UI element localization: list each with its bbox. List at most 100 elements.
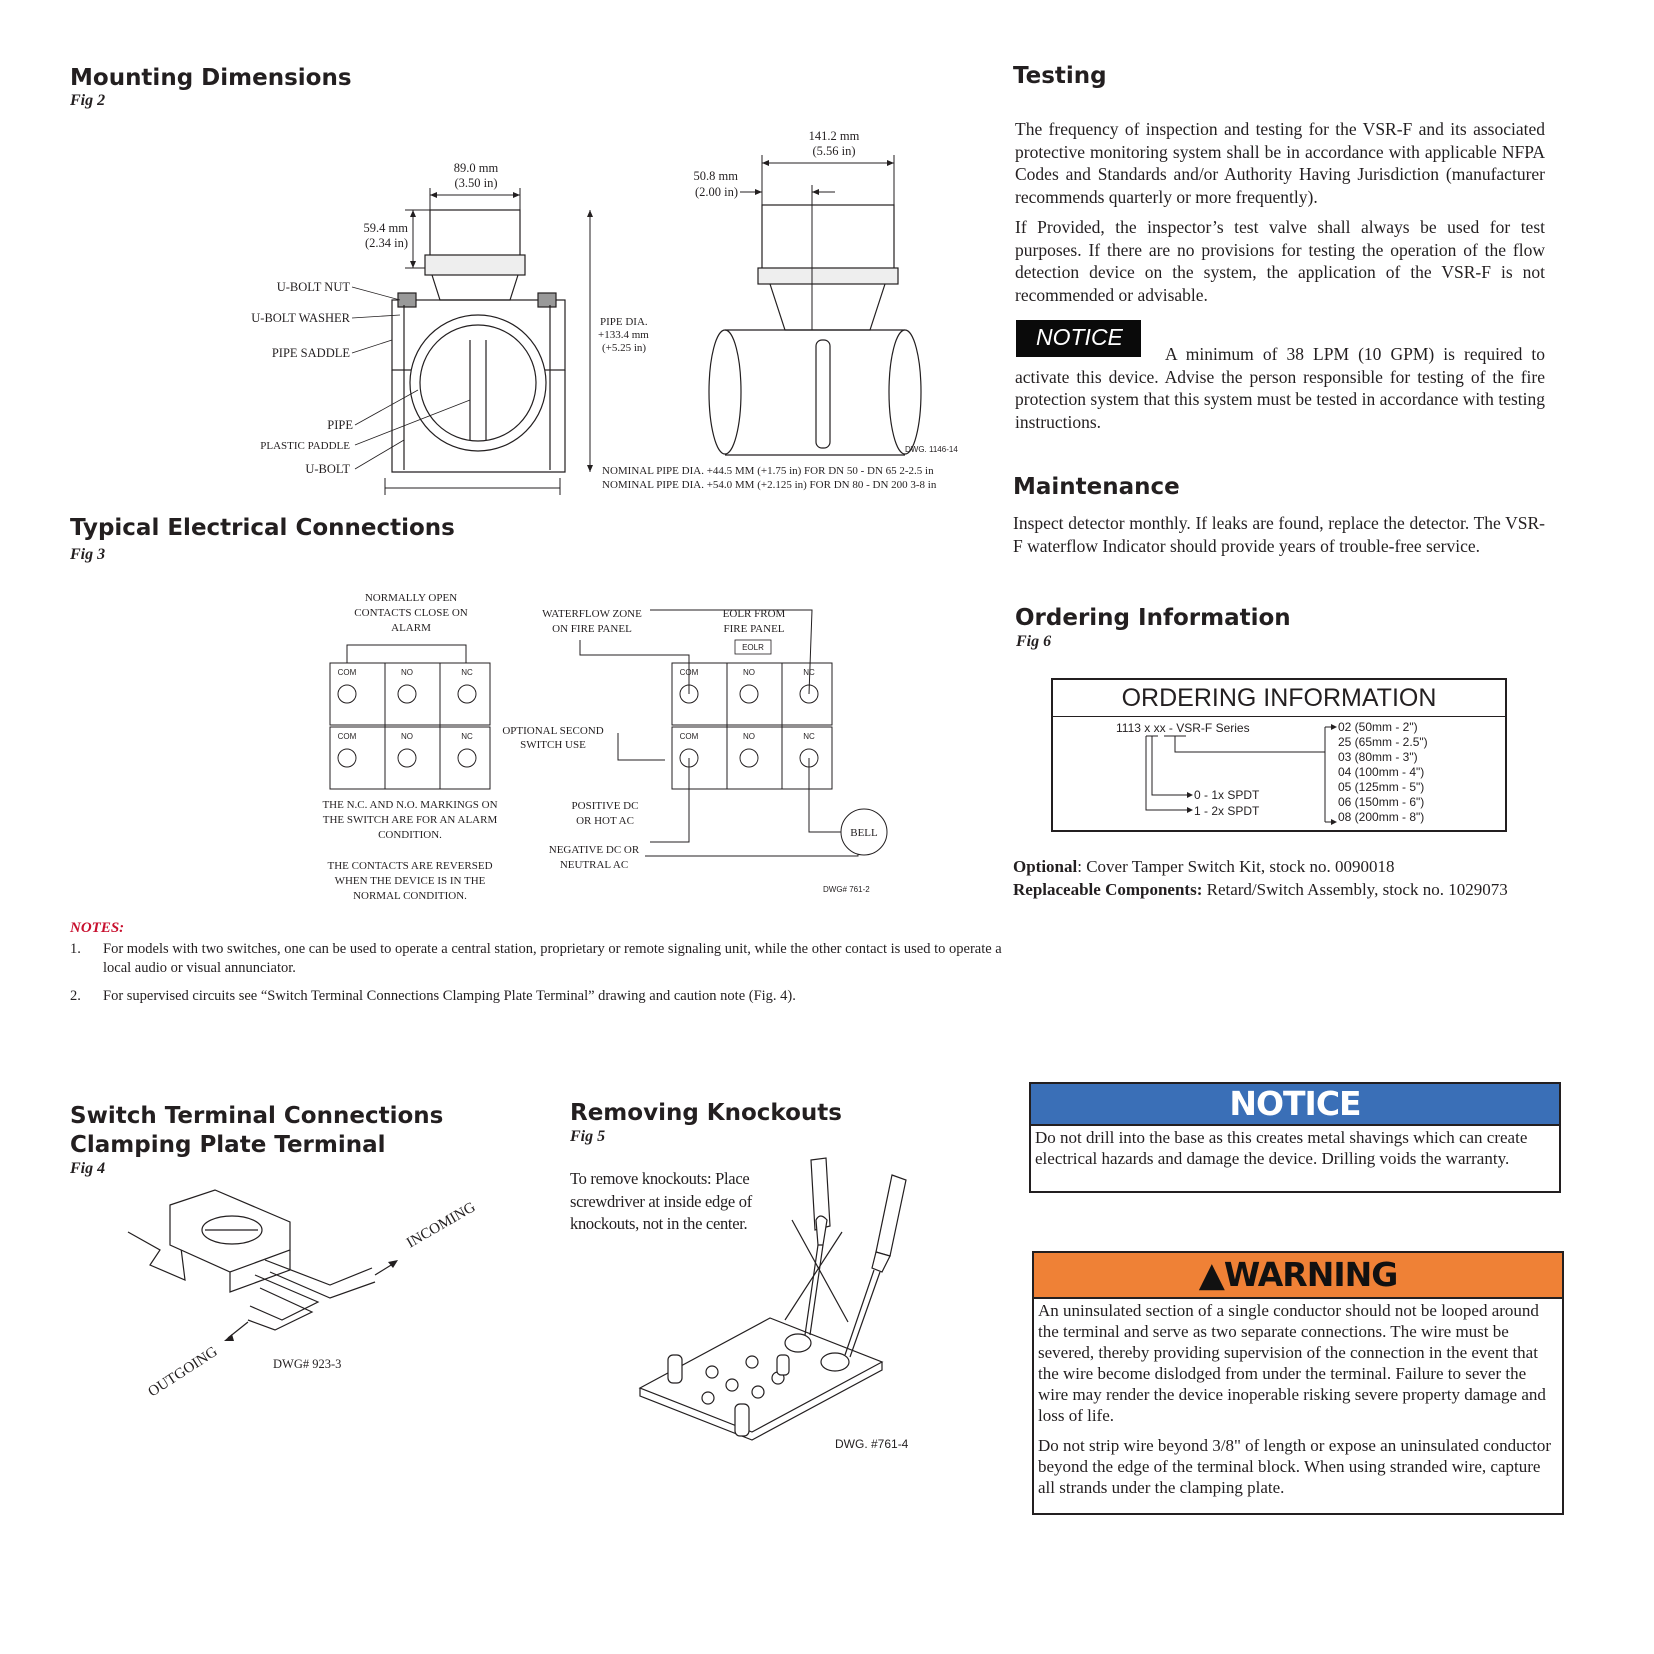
negative-line2: NEUTRAL AC bbox=[560, 859, 628, 871]
nc-no-markings-line1: THE N.C. AND N.O. MARKINGS ON bbox=[322, 799, 497, 811]
dim-offset-line1: 50.8 mm bbox=[694, 169, 739, 183]
note-2-number: 2. bbox=[70, 988, 81, 1004]
negative-line1: NEGATIVE DC OR bbox=[549, 844, 640, 856]
dim-height-line2: (2.34 in) bbox=[365, 236, 408, 250]
switch-terminal-dwg-number: DWG# 923-3 bbox=[273, 1357, 341, 1371]
nc-no-markings-line2: THE SWITCH ARE FOR AN ALARM bbox=[323, 814, 498, 826]
right-top-no: NO bbox=[743, 668, 755, 677]
optional-second-line1: OPTIONAL SECOND bbox=[502, 725, 603, 737]
bell-label: BELL bbox=[850, 827, 878, 839]
notice-box: NOTICE Do not drill into the base as thi… bbox=[1029, 1082, 1561, 1193]
warning-triangle-icon: ▲ bbox=[1198, 1255, 1225, 1295]
dim-width-line2: (3.50 in) bbox=[454, 176, 497, 190]
contacts-reversed-line1: THE CONTACTS ARE REVERSED bbox=[327, 860, 492, 872]
right-bottom-no: NO bbox=[743, 732, 755, 741]
testing-paragraph-1: The frequency of inspection and testing … bbox=[1015, 119, 1545, 207]
optional-text: : Cover Tamper Switch Kit, stock no. 009… bbox=[1077, 857, 1395, 876]
positive-line2: OR HOT AC bbox=[576, 815, 634, 827]
electrical-dwg-number: DWG# 761-2 bbox=[823, 885, 870, 894]
dim-side-width-line2: (5.56 in) bbox=[812, 144, 855, 158]
contacts-reversed-line3: NORMAL CONDITION. bbox=[353, 890, 467, 902]
notes-title: NOTES: bbox=[70, 920, 125, 936]
switch-terminal-heading-2: Clamping Plate Terminal bbox=[70, 1132, 386, 1158]
optional-second-line2: SWITCH USE bbox=[520, 739, 586, 751]
warning-box: ▲WARNING An uninsulated section of a sin… bbox=[1032, 1251, 1564, 1515]
nominal-pipe-note-2: NOMINAL PIPE DIA. +54.0 MM (+2.125 in) F… bbox=[602, 479, 937, 491]
label-ubolt: U-BOLT bbox=[305, 462, 350, 476]
size-option-1: 25 (65mm - 2.5") bbox=[1338, 735, 1428, 749]
note-2-text: For supervised circuits see “Switch Term… bbox=[103, 988, 796, 1004]
warning-box-title: WARNING bbox=[1223, 1255, 1398, 1294]
warning-paragraph-1: An uninsulated section of a single condu… bbox=[1038, 1301, 1546, 1425]
mounting-dimensions-drawing: 89.0 mm (3.50 in) 59.4 mm (2.34 in) PIPE… bbox=[251, 129, 958, 495]
notice-box-text: Do not drill into the base as this creat… bbox=[1035, 1128, 1528, 1168]
waterflow-line2: ON FIRE PANEL bbox=[552, 623, 632, 635]
note-1-text: For models with two switches, one can be… bbox=[103, 941, 1002, 976]
electrical-fig-label: Fig 3 bbox=[70, 546, 106, 563]
left-top-com: COM bbox=[338, 668, 357, 677]
switch-option-1: 1 - 2x SPDT bbox=[1194, 804, 1260, 818]
knockouts-drawing: DWG. #761-4 bbox=[638, 1157, 909, 1451]
left-bottom-com: COM bbox=[338, 732, 357, 741]
pipe-dia-line1: PIPE DIA. bbox=[600, 316, 648, 328]
maintenance-text: Inspect detector monthly. If leaks are f… bbox=[1013, 513, 1545, 556]
label-pipe: PIPE bbox=[327, 418, 353, 432]
eolr-from-line1: EOLR FROM bbox=[723, 608, 786, 620]
left-top-nc: NC bbox=[461, 668, 473, 677]
eolr-label: EOLR bbox=[742, 643, 764, 652]
label-pipe-saddle: PIPE SADDLE bbox=[272, 346, 350, 360]
optional-label: Optional bbox=[1013, 857, 1078, 876]
label-ubolt-nut: U-BOLT NUT bbox=[277, 280, 351, 294]
no-close-line1: NORMALLY OPEN bbox=[365, 592, 457, 604]
dim-side-width-line1: 141.2 mm bbox=[809, 129, 860, 143]
left-bottom-no: NO bbox=[401, 732, 413, 741]
mounting-dwg-number: DWG. 1146-14 bbox=[905, 445, 958, 454]
dim-offset-line2: (2.00 in) bbox=[695, 185, 738, 199]
no-close-line2: CONTACTS CLOSE ON bbox=[354, 607, 467, 619]
pipe-dia-line3: (+5.25 in) bbox=[602, 342, 646, 354]
ordering-connector-lines bbox=[1145, 724, 1337, 825]
replaceable-text: Retard/Switch Assembly, stock no. 102907… bbox=[1202, 880, 1508, 899]
ordering-info-box: ORDERING INFORMATION 1113 x xx - VSR-F S… bbox=[1051, 678, 1507, 832]
ordering-fig-label: Fig 6 bbox=[1016, 633, 1052, 650]
no-close-line3: ALARM bbox=[391, 622, 431, 634]
dim-height-line1: 59.4 mm bbox=[364, 221, 409, 235]
warning-box-body: An uninsulated section of a single condu… bbox=[1034, 1299, 1562, 1510]
knockouts-heading: Removing Knockouts bbox=[570, 1100, 842, 1126]
left-bottom-nc: NC bbox=[461, 732, 473, 741]
size-option-6: 08 (200mm - 8") bbox=[1338, 810, 1425, 824]
mounting-fig-label: Fig 2 bbox=[70, 92, 106, 109]
knockouts-dwg-number: DWG. #761-4 bbox=[835, 1437, 909, 1451]
warning-paragraph-2: Do not strip wire beyond 3/8" of length … bbox=[1038, 1436, 1552, 1497]
knockouts-instructions: To remove knockouts: Place screwdriver a… bbox=[570, 1169, 752, 1233]
size-option-4: 05 (125mm - 5") bbox=[1338, 780, 1425, 794]
knockouts-fig-label: Fig 5 bbox=[570, 1128, 606, 1145]
note-1-number: 1. bbox=[70, 941, 81, 957]
ordering-box-title: ORDERING INFORMATION bbox=[1053, 680, 1505, 717]
nc-no-markings-line3: CONDITION. bbox=[378, 829, 442, 841]
clamping-plate-drawing: INCOMING OUTGOING DWG# 923-3 bbox=[127, 1189, 479, 1400]
notice-box-title: NOTICE bbox=[1031, 1084, 1559, 1126]
size-option-0: 02 (50mm - 2") bbox=[1338, 720, 1418, 734]
mounting-heading: Mounting Dimensions bbox=[70, 65, 352, 91]
ordering-series: 1113 x xx - VSR-F Series bbox=[1116, 721, 1250, 735]
size-option-5: 06 (150mm - 6") bbox=[1338, 795, 1425, 809]
switch-option-0: 0 - 1x SPDT bbox=[1194, 788, 1260, 802]
positive-line1: POSITIVE DC bbox=[572, 800, 639, 812]
testing-notice-label: NOTICE bbox=[1016, 320, 1141, 357]
dim-width-line1: 89.0 mm bbox=[454, 161, 499, 175]
maintenance-heading: Maintenance bbox=[1013, 474, 1180, 500]
contacts-reversed-line2: WHEN THE DEVICE IS IN THE bbox=[335, 875, 486, 887]
waterflow-line1: WATERFLOW ZONE bbox=[542, 608, 642, 620]
ordering-heading: Ordering Information bbox=[1015, 605, 1291, 631]
testing-paragraph-2: If Provided, the inspector’s test valve … bbox=[1015, 217, 1545, 305]
label-ubolt-washer: U-BOLT WASHER bbox=[251, 311, 350, 325]
switch-terminal-fig-label: Fig 4 bbox=[70, 1160, 106, 1177]
right-top-nc: NC bbox=[803, 668, 815, 677]
size-option-2: 03 (80mm - 3") bbox=[1338, 750, 1418, 764]
right-top-com: COM bbox=[680, 668, 699, 677]
right-bottom-nc: NC bbox=[803, 732, 815, 741]
left-top-no: NO bbox=[401, 668, 413, 677]
replaceable-line: Replaceable Components: Retard/Switch As… bbox=[1013, 880, 1508, 900]
electrical-connections-diagram: NORMALLY OPEN CONTACTS CLOSE ON ALARM WA… bbox=[322, 592, 888, 902]
